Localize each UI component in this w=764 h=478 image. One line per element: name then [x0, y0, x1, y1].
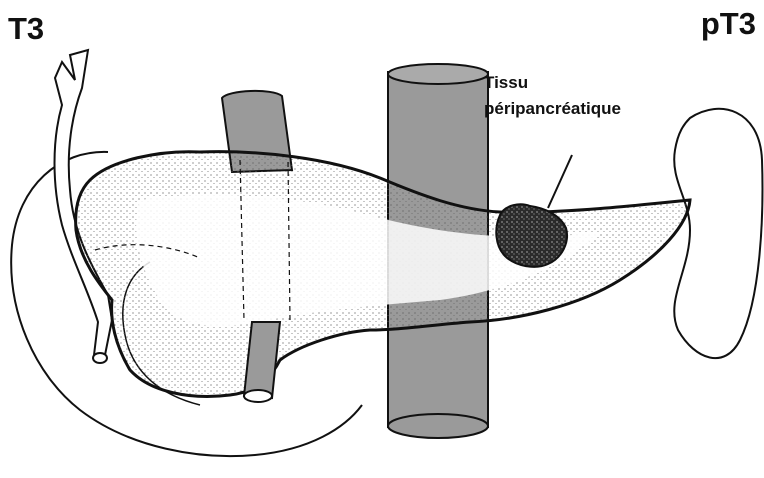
annotation-leader-line — [548, 155, 572, 208]
annotation-label: Tissu péripancréatique — [484, 70, 621, 122]
annotation-line-1: Tissu — [484, 70, 621, 96]
aorta-top — [388, 64, 488, 84]
stage-label-right: pT3 — [701, 8, 756, 39]
spleen-outline — [674, 109, 762, 358]
stage-label-left: T3 — [8, 13, 44, 44]
vessel-lower-end — [244, 390, 272, 402]
annotation-line-2: péripancréatique — [484, 96, 621, 122]
bile-duct-end — [93, 353, 107, 363]
aorta-bottom — [388, 414, 488, 438]
